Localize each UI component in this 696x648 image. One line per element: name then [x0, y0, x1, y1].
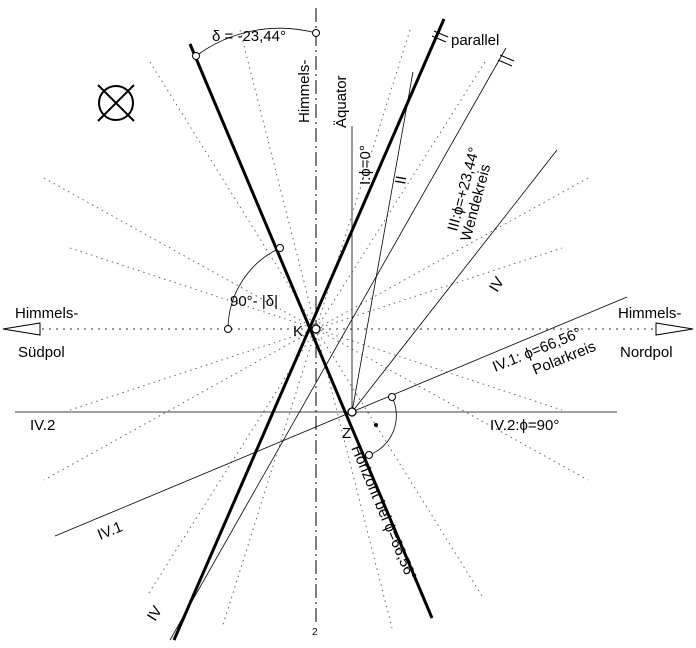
point-Z-label: Z	[342, 425, 351, 442]
delta-arc	[195, 27, 317, 57]
parallel-marks-icon	[431, 30, 515, 67]
IV1-low-label: IV.1	[95, 518, 125, 543]
horizon-label: Horizont bei ϕ=66,56°	[347, 443, 419, 583]
svg-text:Äquator: Äquator	[333, 75, 350, 128]
line-III	[169, 47, 507, 641]
line-IV	[351, 149, 558, 413]
angle-label: 90°- |δ|	[230, 293, 278, 310]
line-II	[351, 71, 414, 413]
north-pole-label: Himmels- Nordpol	[618, 305, 681, 361]
right-angle-arc	[368, 396, 397, 456]
south-pole-label: Himmels- Südpol	[15, 305, 78, 361]
parallel-label: parallel	[451, 32, 499, 49]
equator-label: Himmels- Äquator	[296, 60, 350, 128]
svg-text:Südpol: Südpol	[18, 344, 65, 361]
point-markers	[192, 29, 396, 459]
south-pole-arrow-icon	[2, 322, 41, 336]
angle-arc	[227, 247, 281, 330]
IV-low-label: IV	[144, 603, 166, 624]
svg-text:Nordpol: Nordpol	[620, 344, 673, 361]
line-II-label: II	[392, 175, 410, 186]
point-K	[311, 324, 321, 334]
svg-text:Himmels-: Himmels-	[618, 305, 681, 322]
right-angle-dot	[374, 423, 378, 427]
point-Z	[347, 407, 357, 417]
line-IV-label: IV	[486, 274, 508, 295]
declination-line	[188, 43, 434, 619]
page-number: 2	[312, 627, 318, 638]
line-III-label: III:ϕ=+23,44° Wendekreis	[444, 145, 494, 243]
delta-label: δ = -23,44°	[212, 28, 286, 45]
circled-x-icon	[97, 84, 135, 122]
svg-text:Himmels-: Himmels-	[15, 305, 78, 322]
polar-circle-label: IV.1: ϕ=66,56° Polarkreis	[490, 325, 598, 379]
thin-lines	[15, 47, 628, 641]
svg-text:Himmels-: Himmels-	[296, 60, 313, 123]
north-pole-arrow-icon	[655, 322, 694, 336]
point-K-label: K	[293, 323, 303, 340]
line-I-label: I:ϕ=0°	[357, 145, 374, 185]
horizon-parallel-line	[172, 18, 446, 641]
IV2-left-label: IV.2	[30, 417, 55, 434]
IV2-right-label: IV.2:ϕ=90°	[490, 417, 559, 434]
line-IV1	[54, 296, 628, 537]
